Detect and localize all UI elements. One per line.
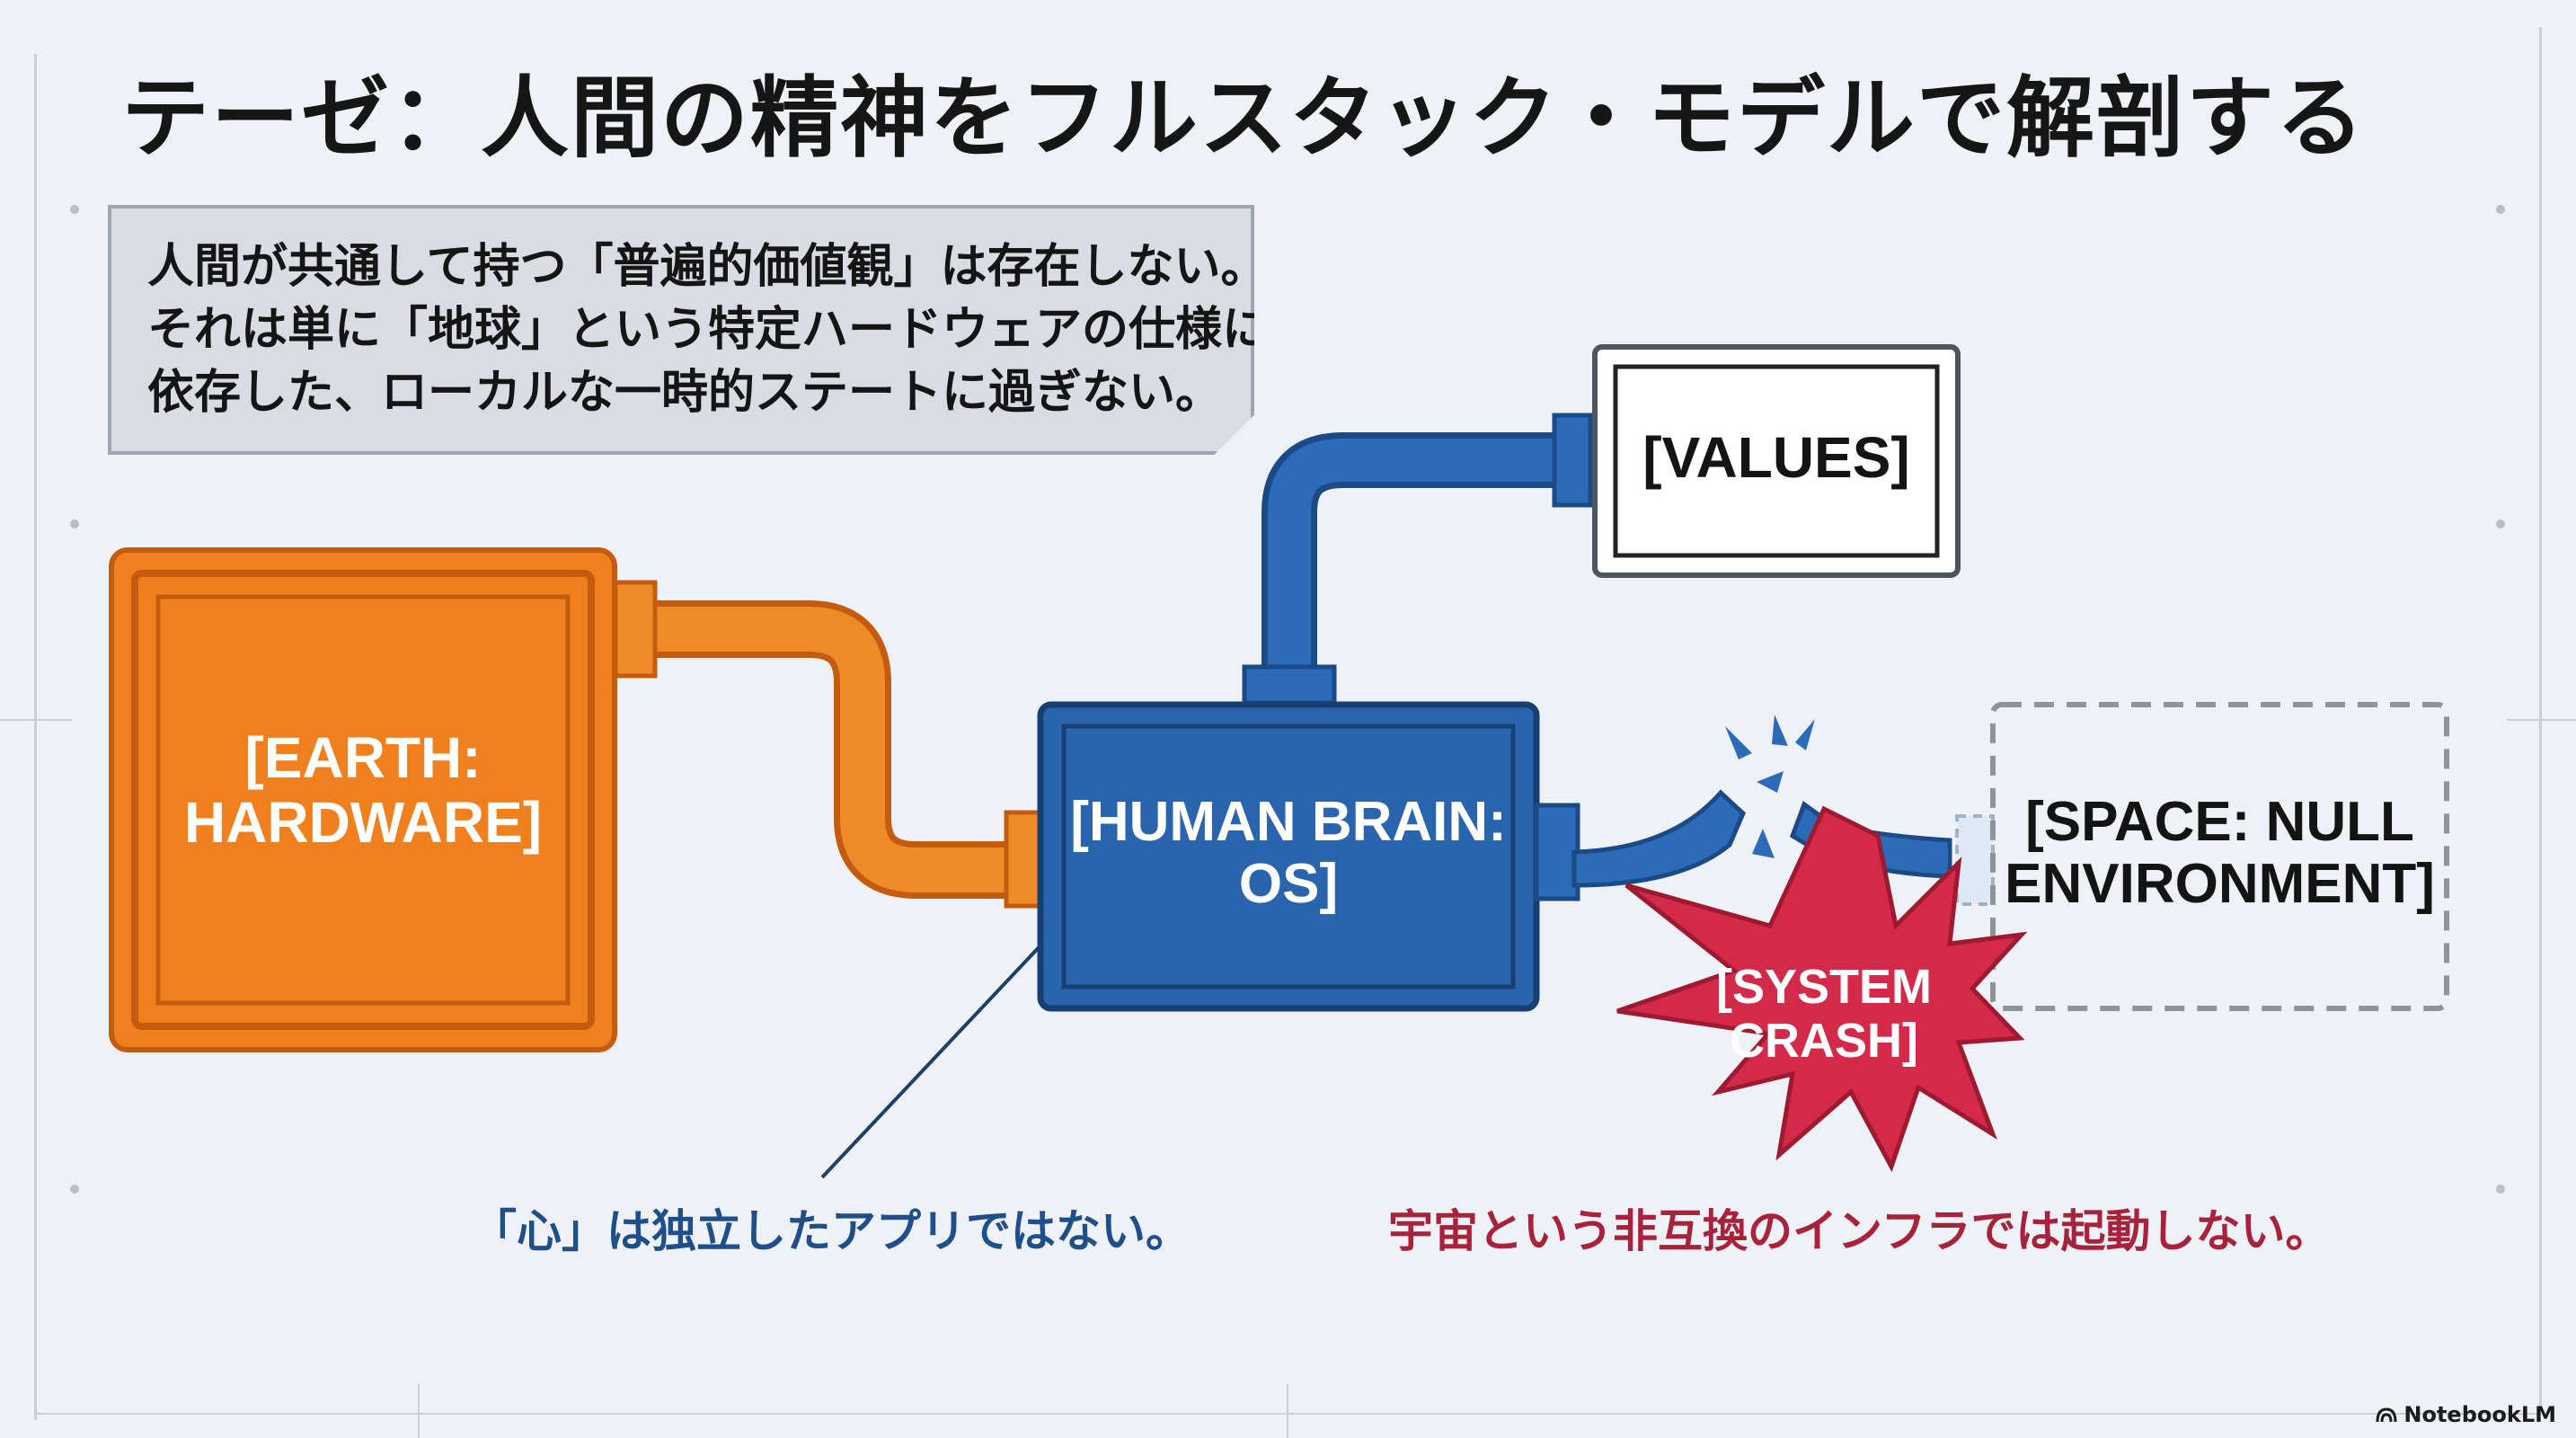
pipe-shard (1725, 726, 1752, 759)
brain-values-pipe (1242, 413, 1593, 706)
universe-caption: 宇宙という非互換のインフラでは起動しない。 (1388, 1205, 2331, 1257)
frame-dot (70, 1185, 79, 1194)
notebooklm-brand: NotebookLM (2375, 1402, 2556, 1427)
frame-tick-bottom-left (418, 1384, 420, 1438)
frame-dot (2496, 519, 2505, 528)
thesis-line: 人間が共通して持つ「普遍的価値観」は存在しない。 (147, 240, 1268, 294)
frame-tick-right (2507, 719, 2576, 721)
human-brain-label: [HUMAN BRAIN: OS] (1070, 791, 1507, 916)
frame-tick-bottom (1287, 1384, 1288, 1438)
pipe-shard (1757, 771, 1784, 793)
space-null-box (1990, 702, 2449, 1011)
system-crash-label: [SYSTEM CRASH] (1715, 960, 1933, 1069)
frame-left-line (34, 54, 37, 1420)
thesis-callout: 人間が共通して持つ「普遍的価値観」は存在しない。 それは単に「地球」という特定ハ… (108, 205, 1254, 455)
system-crash-burst (1616, 805, 2028, 1173)
frame-dot (2496, 1185, 2505, 1194)
earth-hardware-label: [EARTH: HARDWARE] (183, 725, 543, 855)
pipe-shard (1772, 715, 1788, 746)
notebooklm-logo-icon (2376, 1407, 2397, 1423)
values-box (1592, 344, 1961, 578)
thesis-line: それは単に「地球」という特定ハードウェアの仕様に (147, 303, 1270, 357)
space-null-label: [SPACE: NULL ENVIRONMENT] (2005, 791, 2435, 916)
frame-dot (70, 519, 79, 528)
thesis-line: 依存した、ローカルな一時的ステートに過ぎない。 (147, 366, 1223, 420)
mind-pointer-line (820, 942, 1044, 1179)
frame-dot (2496, 205, 2505, 214)
values-label: [VALUES] (1642, 425, 1910, 490)
pipe-shard (1795, 719, 1815, 750)
pipe-shard (1752, 829, 1775, 858)
brand-name: NotebookLM (2403, 1402, 2556, 1427)
frame-dot (70, 205, 79, 214)
frame-tick-left (0, 719, 72, 721)
broken-pipe (1534, 715, 1995, 906)
earth-brain-pipe (613, 580, 1049, 909)
page-title: テーゼ：人間の精神をフルスタック・モデルで解剖する (121, 67, 2367, 170)
thesis-text: 人間が共通して持つ「普遍的価値観」は存在しない。 それは単に「地球」という特定ハ… (147, 235, 1270, 424)
mind-caption: 「心」は独立したアプリではない。 (472, 1205, 1191, 1257)
earth-hardware-box (109, 547, 617, 1052)
human-brain-box (1037, 701, 1540, 1012)
